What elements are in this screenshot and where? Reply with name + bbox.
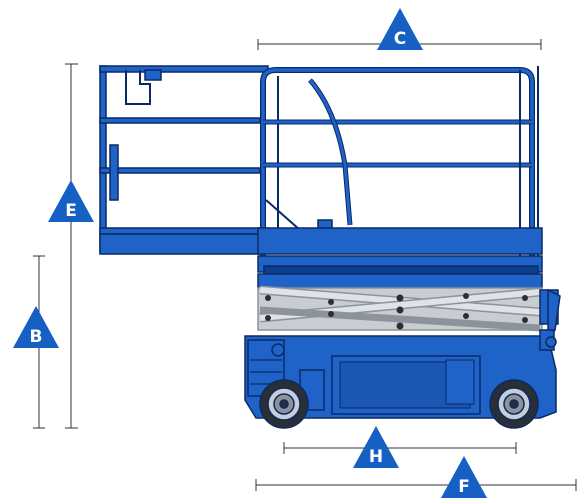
label-h: H — [369, 447, 383, 467]
triangle-marker-icon — [48, 180, 94, 222]
scissor-lift-icon — [99, 65, 561, 429]
scissor-stack — [257, 285, 543, 332]
label-b: B — [30, 327, 43, 347]
marker-e: E — [48, 180, 94, 222]
marker-c: C — [377, 8, 423, 50]
chassis — [244, 288, 561, 419]
marker-f: F — [441, 456, 487, 498]
label-e: E — [65, 201, 77, 221]
triangle-marker-icon — [353, 426, 399, 468]
front-wheel — [489, 379, 539, 429]
triangle-marker-icon — [377, 8, 423, 50]
rear-wheel — [259, 379, 309, 429]
marker-b: B — [13, 306, 59, 348]
label-c: C — [394, 29, 406, 49]
platform-deck — [257, 227, 543, 255]
label-f: F — [458, 477, 470, 497]
marker-h: H — [353, 426, 399, 468]
dimension-lines — [33, 39, 577, 491]
triangle-marker-icon — [441, 456, 487, 498]
main-guardrail — [260, 66, 539, 258]
extension-deck — [99, 65, 269, 255]
triangle-marker-icon — [13, 306, 59, 348]
